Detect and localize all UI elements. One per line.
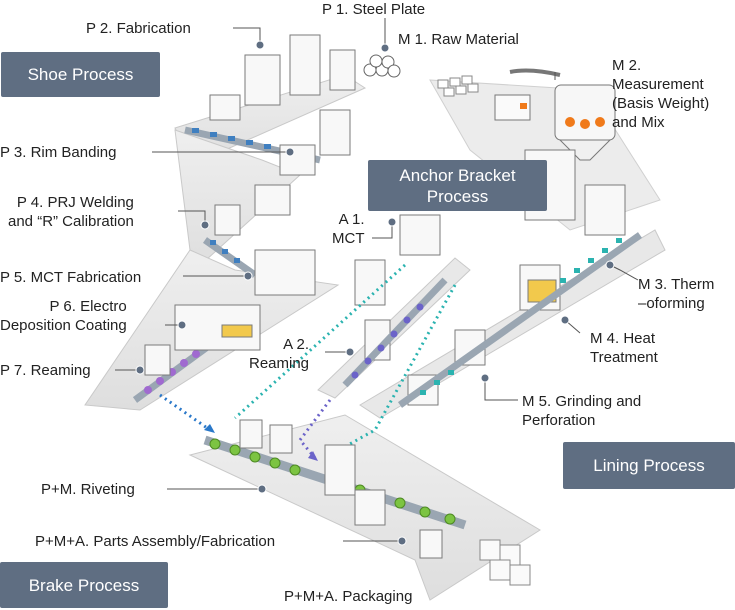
- label-m5: M 5. Grinding and Perforation: [522, 393, 642, 429]
- label-p2: P 2. Fabrication: [86, 20, 191, 37]
- arrow-head-anchor: [308, 451, 318, 461]
- label-m2: M 2. Measurement (Basis Weight) and Mix: [612, 57, 710, 131]
- shoe-machines: [144, 34, 356, 376]
- badge-lining-process: Lining Process: [563, 442, 735, 489]
- badge-brake-process: Brake Process: [0, 562, 168, 608]
- label-m4: M 4. Heat Treatment: [590, 330, 658, 366]
- label-p7: P 7. Reaming: [0, 362, 91, 379]
- label-pma-assembly: P+M+A. Parts Assembly/Fabrication: [35, 533, 276, 550]
- label-p3: P 3. Rim Banding: [0, 144, 117, 161]
- anchor-conveyor: [342, 277, 448, 388]
- label-a1: A 1. MCT: [332, 211, 365, 247]
- lining-conveyor: [397, 232, 643, 408]
- steel-plate-coils: [363, 54, 401, 78]
- raw-material-bags: [437, 75, 479, 97]
- label-p6: P 6. Electro Deposition Coating: [0, 298, 127, 334]
- brake-machines: [239, 419, 443, 559]
- packaging-boxes: [479, 539, 531, 586]
- leader-dots: [135, 40, 615, 546]
- electro-coating-panel: [221, 324, 253, 338]
- label-p1: P 1. Steel Plate: [322, 1, 426, 18]
- label-m1: M 1. Raw Material: [398, 31, 519, 48]
- label-pma-packaging: P+M+A. Packaging: [284, 588, 413, 605]
- label-a2: A 2. Reaming: [249, 336, 310, 372]
- badge-anchor-process: Anchor Bracket Process: [368, 160, 547, 211]
- label-m3: M 3. Therm –oforming: [638, 276, 715, 312]
- badge-shoe-process: Shoe Process: [1, 52, 160, 97]
- label-pm: P+M. Riveting: [41, 481, 135, 498]
- arrow-head-shoe: [204, 424, 215, 433]
- label-p5: P 5. MCT Fabrication: [0, 269, 142, 286]
- label-p4: P 4. PRJ Welding and “R” Calibration: [8, 194, 134, 230]
- mix-tank: [494, 68, 616, 161]
